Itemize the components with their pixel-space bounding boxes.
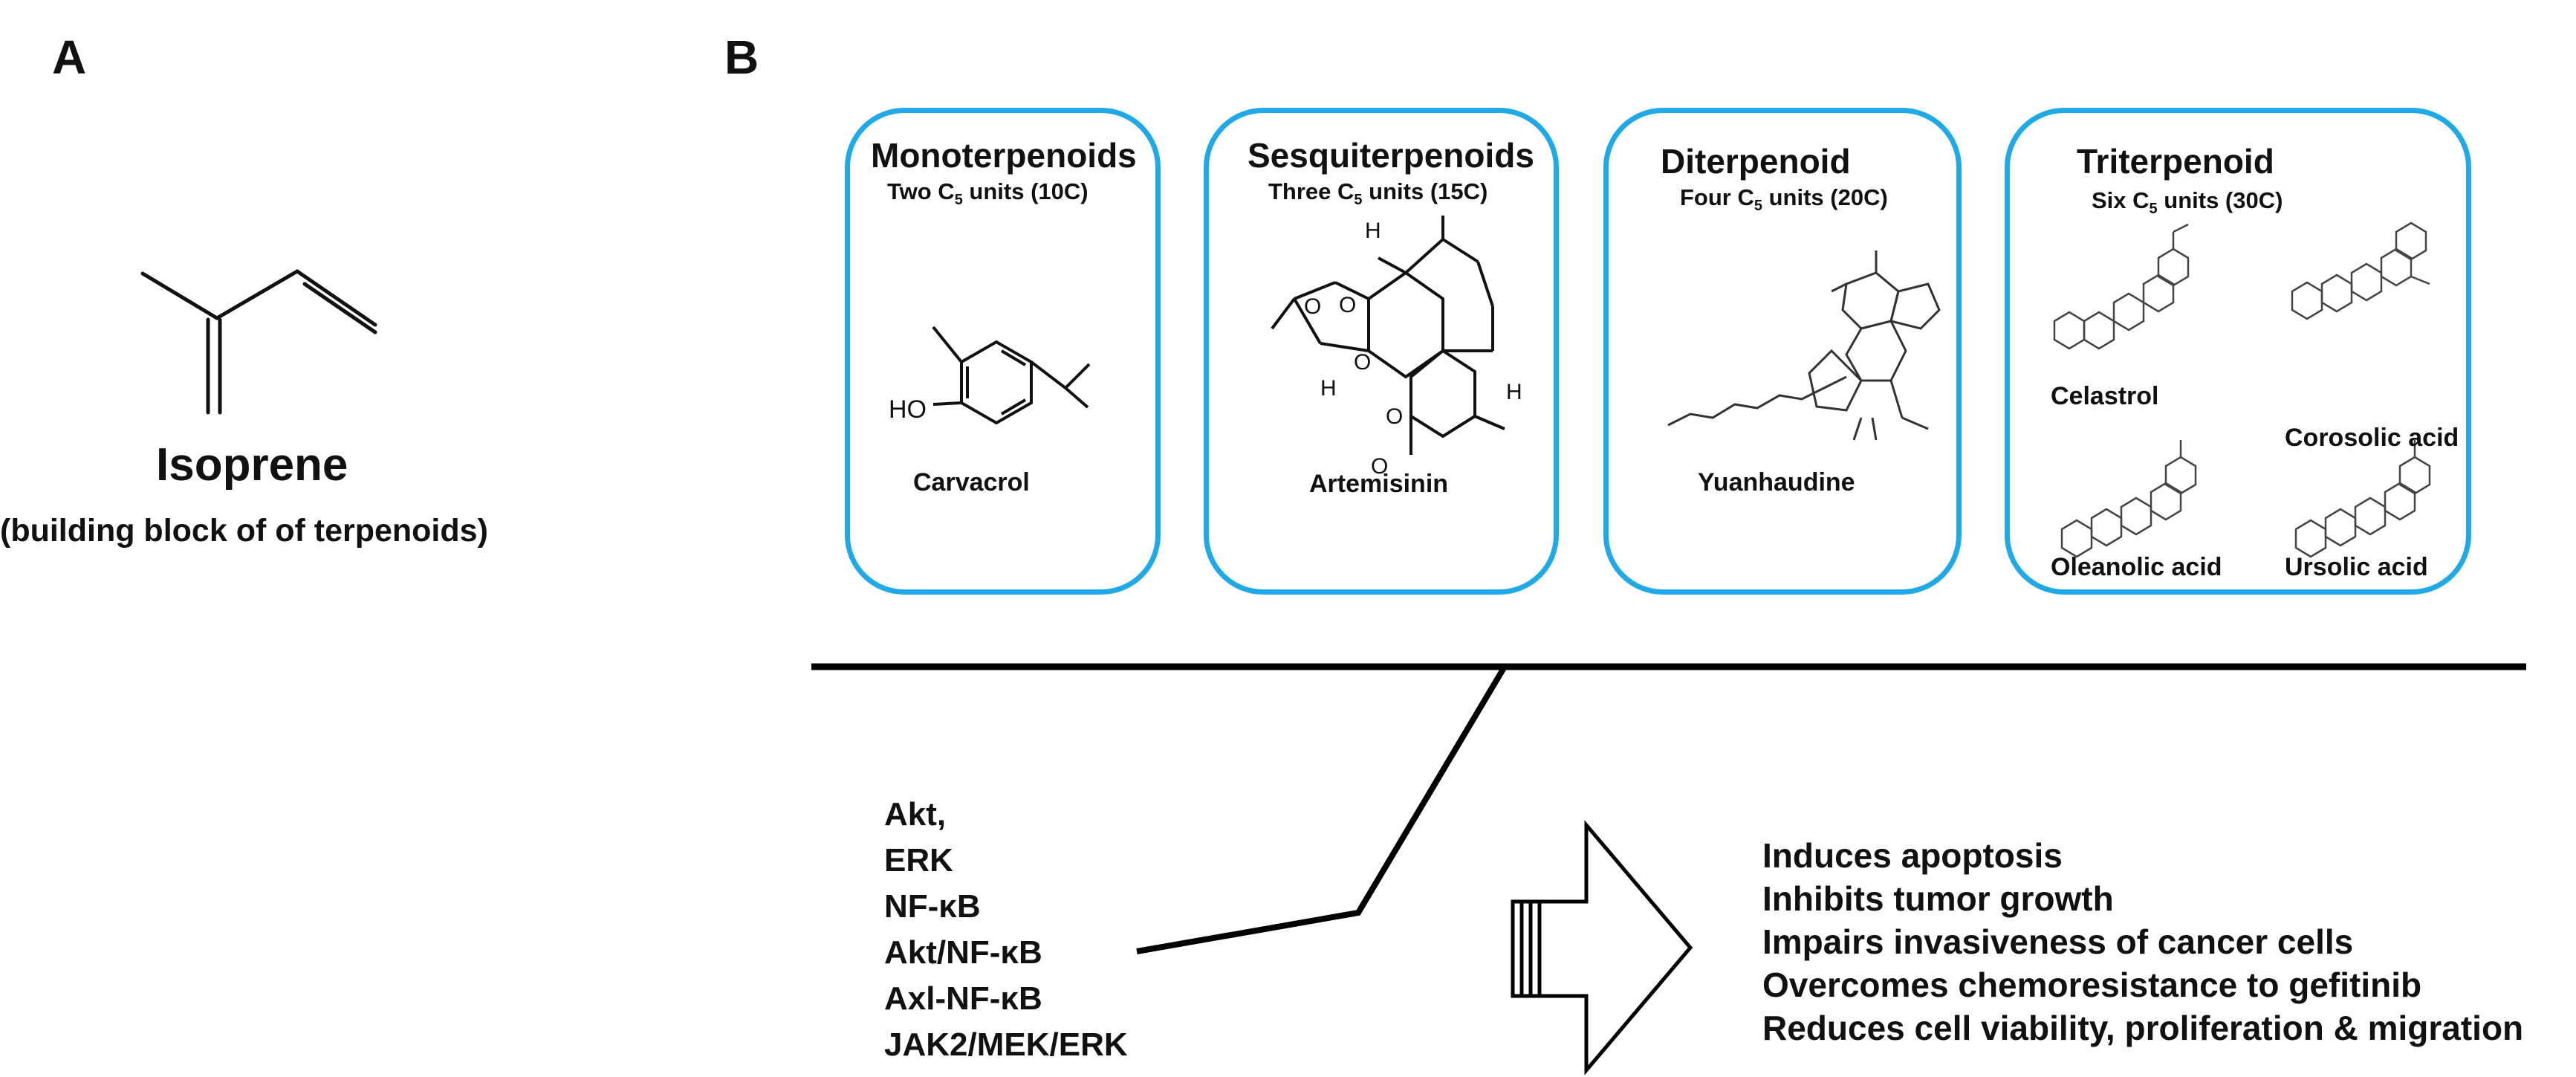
atom-label: O: [1339, 293, 1356, 317]
class-subtitle: Four C5 units (20C): [1680, 184, 1888, 215]
pathway-item: Axl-NF-κB: [884, 980, 1042, 1017]
artemisinin-structure: H O O O H O H O: [1271, 216, 1522, 479]
compound-label-yuanhaudine: Yuanhaudine: [1698, 468, 1855, 497]
effect-item: Inhibits tumor growth: [1762, 879, 2114, 918]
atom-label: O: [1371, 454, 1388, 479]
sesquiterpenoids-box: Sesquiterpenoids Three C5 units (15C) H …: [1204, 108, 1559, 595]
atom-label: O: [1386, 404, 1403, 429]
compound-label-carvacrol: Carvacrol: [913, 468, 1030, 497]
pathway-item: NF-κB: [884, 888, 981, 925]
effect-item: Induces apoptosis: [1762, 836, 2063, 875]
atom-label: O: [1354, 350, 1371, 375]
class-subtitle: Three C5 units (15C): [1268, 178, 1488, 209]
class-title: Triterpenoid: [2077, 142, 2274, 181]
class-title: Diterpenoid: [1661, 142, 1851, 181]
panel-label-b: B: [724, 30, 759, 84]
atom-label: O: [1304, 294, 1321, 319]
isoprene-caption: (building block of of terpenoids): [0, 513, 488, 549]
pathway-item: Akt,: [884, 796, 947, 832]
compound-label-artemisinin: Artemisinin: [1309, 470, 1449, 498]
monoterpenoids-box: Monoterpenoids Two C5 units (10C) HO Car…: [845, 108, 1161, 595]
atom-label: HO: [889, 395, 927, 424]
effect-item: Overcomes chemoresistance to gefitinib: [1762, 966, 2422, 1004]
effect-item: Impairs invasiveness of cancer cells: [1762, 922, 2354, 961]
atom-label: H: [1506, 380, 1522, 404]
compound-label-celastrol: Celastrol: [2051, 382, 2159, 410]
carvacrol-structure: HO: [889, 326, 1091, 425]
compound-label-ursolic-acid: Ursolic acid: [2285, 553, 2428, 581]
pathway-item: JAK2/MEK/ERK: [884, 1026, 1128, 1063]
pathway-item: ERK: [884, 842, 953, 879]
compound-label-corosolic-acid: Corosolic acid: [2285, 424, 2459, 452]
class-title: Sesquiterpenoids: [1248, 136, 1534, 175]
diterpenoid-box: Diterpenoid Four C5 units (20C) Yuanhaud…: [1603, 108, 1962, 595]
panel-label-a: A: [52, 30, 87, 84]
effect-item: Reduces cell viability, proliferation & …: [1762, 1009, 2524, 1047]
triterpenoid-box: Triterpenoid Six C5 units (30C): [2005, 108, 2471, 595]
effects-list: Induces apoptosis Inhibits tumor growth …: [1762, 834, 2523, 1049]
pathway-list: Akt, ERK NF-κB Akt/NF-κB Axl-NF-κB JAK2/…: [884, 792, 1128, 1068]
class-title: Monoterpenoids: [871, 136, 1137, 175]
atom-label: H: [1320, 376, 1337, 401]
pathway-item: Akt/NF-κB: [884, 934, 1042, 971]
class-subtitle: Two C5 units (10C): [887, 178, 1089, 209]
compound-label-oleanolic-acid: Oleanolic acid: [2051, 553, 2222, 581]
yuanhaudine-structure: [1667, 250, 1941, 441]
triterpenoid-structures: [2053, 221, 2431, 558]
isoprene-title: Isoprene: [156, 439, 348, 491]
isoprene-structure: [140, 269, 377, 415]
class-subtitle: Six C5 units (30C): [2092, 187, 2283, 218]
atom-label: H: [1365, 219, 1381, 243]
